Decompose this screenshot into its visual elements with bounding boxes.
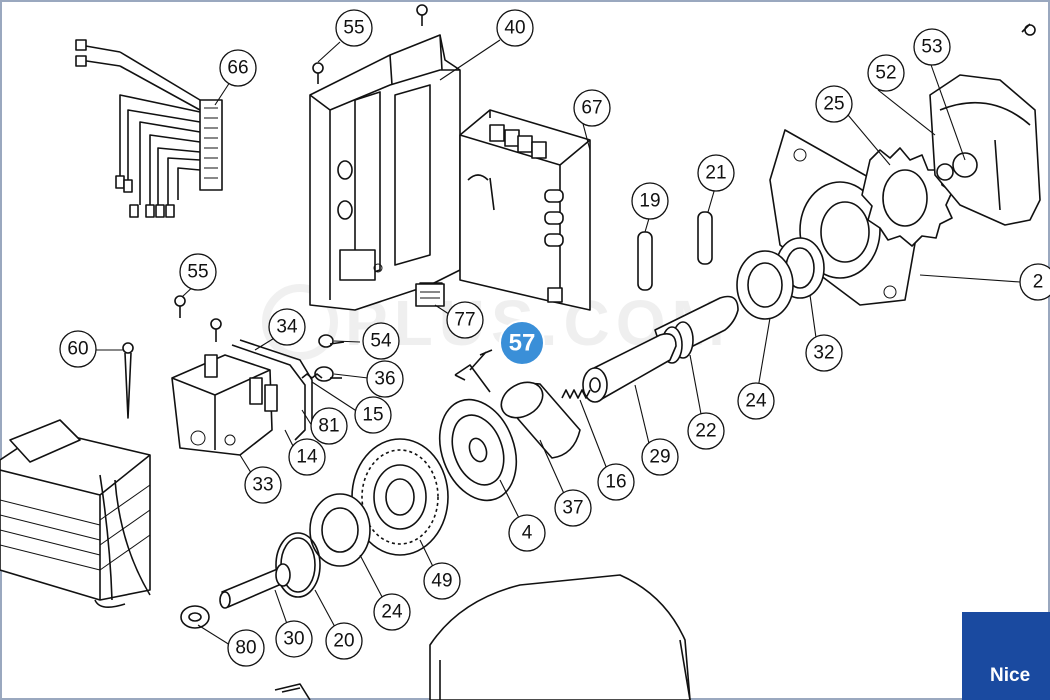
callout-label: 49 (431, 571, 452, 592)
callout-label: 81 (318, 416, 339, 437)
callout-19: 19 (631, 182, 669, 220)
callout-77: 77 (446, 301, 484, 339)
part-37-sleeve (500, 381, 581, 459)
callout-54: 54 (362, 322, 400, 360)
callout-22: 22 (687, 412, 725, 450)
callout-label: 53 (921, 37, 942, 58)
callout-52: 52 (867, 54, 905, 92)
callout-label: 24 (381, 602, 403, 623)
callout-24-right: 24 (737, 382, 775, 420)
callout-55-top: 55 (335, 9, 373, 47)
callout-label: 52 (875, 63, 896, 84)
part-transformer (0, 419, 151, 608)
callout-36: 36 (366, 360, 404, 398)
part-19-pin (637, 231, 653, 291)
callout-label: 60 (67, 339, 88, 360)
part-16-spring (561, 389, 591, 399)
callout-label: 33 (252, 475, 273, 496)
part-52-cover (929, 23, 1041, 226)
part-36-screw (314, 366, 342, 382)
callout-29: 29 (641, 438, 679, 476)
callout-2: 2 (1019, 263, 1050, 301)
callout-label: 16 (605, 472, 626, 493)
callout-label: 19 (639, 191, 660, 212)
callout-label: 21 (705, 163, 726, 184)
part-60-long-screw (122, 342, 134, 419)
part-4-cam-disk (438, 398, 518, 502)
callout-40: 40 (496, 9, 534, 47)
logo-box (962, 612, 1050, 700)
part-40-control-box (309, 34, 461, 311)
badge-circle (499, 320, 545, 366)
callout-53: 53 (913, 28, 951, 66)
callout-34: 34 (268, 308, 306, 346)
part-15-spring (301, 373, 323, 379)
callout-label: 22 (695, 421, 716, 442)
callout-16: 16 (597, 463, 635, 501)
callout-label: 54 (370, 331, 392, 352)
callout-21: 21 (697, 154, 735, 192)
highlight-badge-57[interactable]: 57 (499, 320, 545, 366)
callout-81: 81 (310, 407, 348, 445)
brand-logo: Nice (962, 612, 1050, 700)
callout-67: 67 (573, 89, 611, 127)
part-21-pin (697, 211, 713, 265)
callout-49: 49 (423, 562, 461, 600)
callout-label: 67 (581, 98, 602, 119)
callout-label: 77 (454, 310, 475, 331)
callout-label: 14 (296, 447, 318, 468)
callout-55-mid: 55 (179, 253, 217, 291)
part-80-washer (180, 605, 210, 629)
part-30-shaft (219, 563, 291, 609)
part-54-screw (318, 334, 345, 348)
part-67-control-board (459, 109, 591, 311)
callout-33: 33 (244, 466, 282, 504)
callout-20: 20 (325, 622, 363, 660)
logo-text: Nice (990, 665, 1030, 686)
part-34-board (231, 339, 313, 441)
callout-32: 32 (805, 334, 843, 372)
callout-25: 25 (815, 85, 853, 123)
callout-37: 37 (554, 489, 592, 527)
part-57-screw (454, 349, 493, 393)
callout-label: 29 (649, 447, 670, 468)
callout-66: 66 (219, 49, 257, 87)
callout-label: 55 (343, 18, 364, 39)
part-66-wiring-harness (75, 39, 223, 218)
callout-label: 30 (283, 629, 304, 650)
callout-4: 4 (508, 514, 546, 552)
callout-label: 80 (235, 638, 256, 659)
part-24-bearing-left (309, 493, 371, 567)
callout-label: 15 (362, 405, 383, 426)
part-25-gear (861, 147, 953, 247)
callout-label: 25 (823, 94, 844, 115)
part-55-screw (312, 4, 428, 84)
part-77-label (415, 283, 445, 307)
callout-label: 40 (504, 18, 525, 39)
callout-label: 37 (562, 498, 583, 519)
callout-label: 4 (522, 523, 533, 544)
callout-15: 15 (354, 396, 392, 434)
callout-label: 20 (333, 631, 354, 652)
callout-label: 24 (745, 391, 767, 412)
part-33-limit-switch (171, 354, 278, 456)
part-bottom-cover (274, 574, 691, 700)
callout-80: 80 (227, 629, 265, 667)
badge-label: 57 (509, 330, 536, 357)
callout-24-left: 24 (373, 593, 411, 631)
callout-label: 36 (374, 369, 395, 390)
callout-60: 60 (59, 330, 97, 368)
part-55-screw-mid (174, 295, 222, 342)
callout-label: 34 (276, 317, 298, 338)
part-24-bearing (736, 250, 794, 320)
callout-label: 32 (813, 343, 834, 364)
callout-label: 55 (187, 262, 208, 283)
callout-label: 2 (1033, 272, 1044, 293)
callout-14: 14 (288, 438, 326, 476)
callout-label: 66 (227, 58, 248, 79)
callout-30: 30 (275, 620, 313, 658)
